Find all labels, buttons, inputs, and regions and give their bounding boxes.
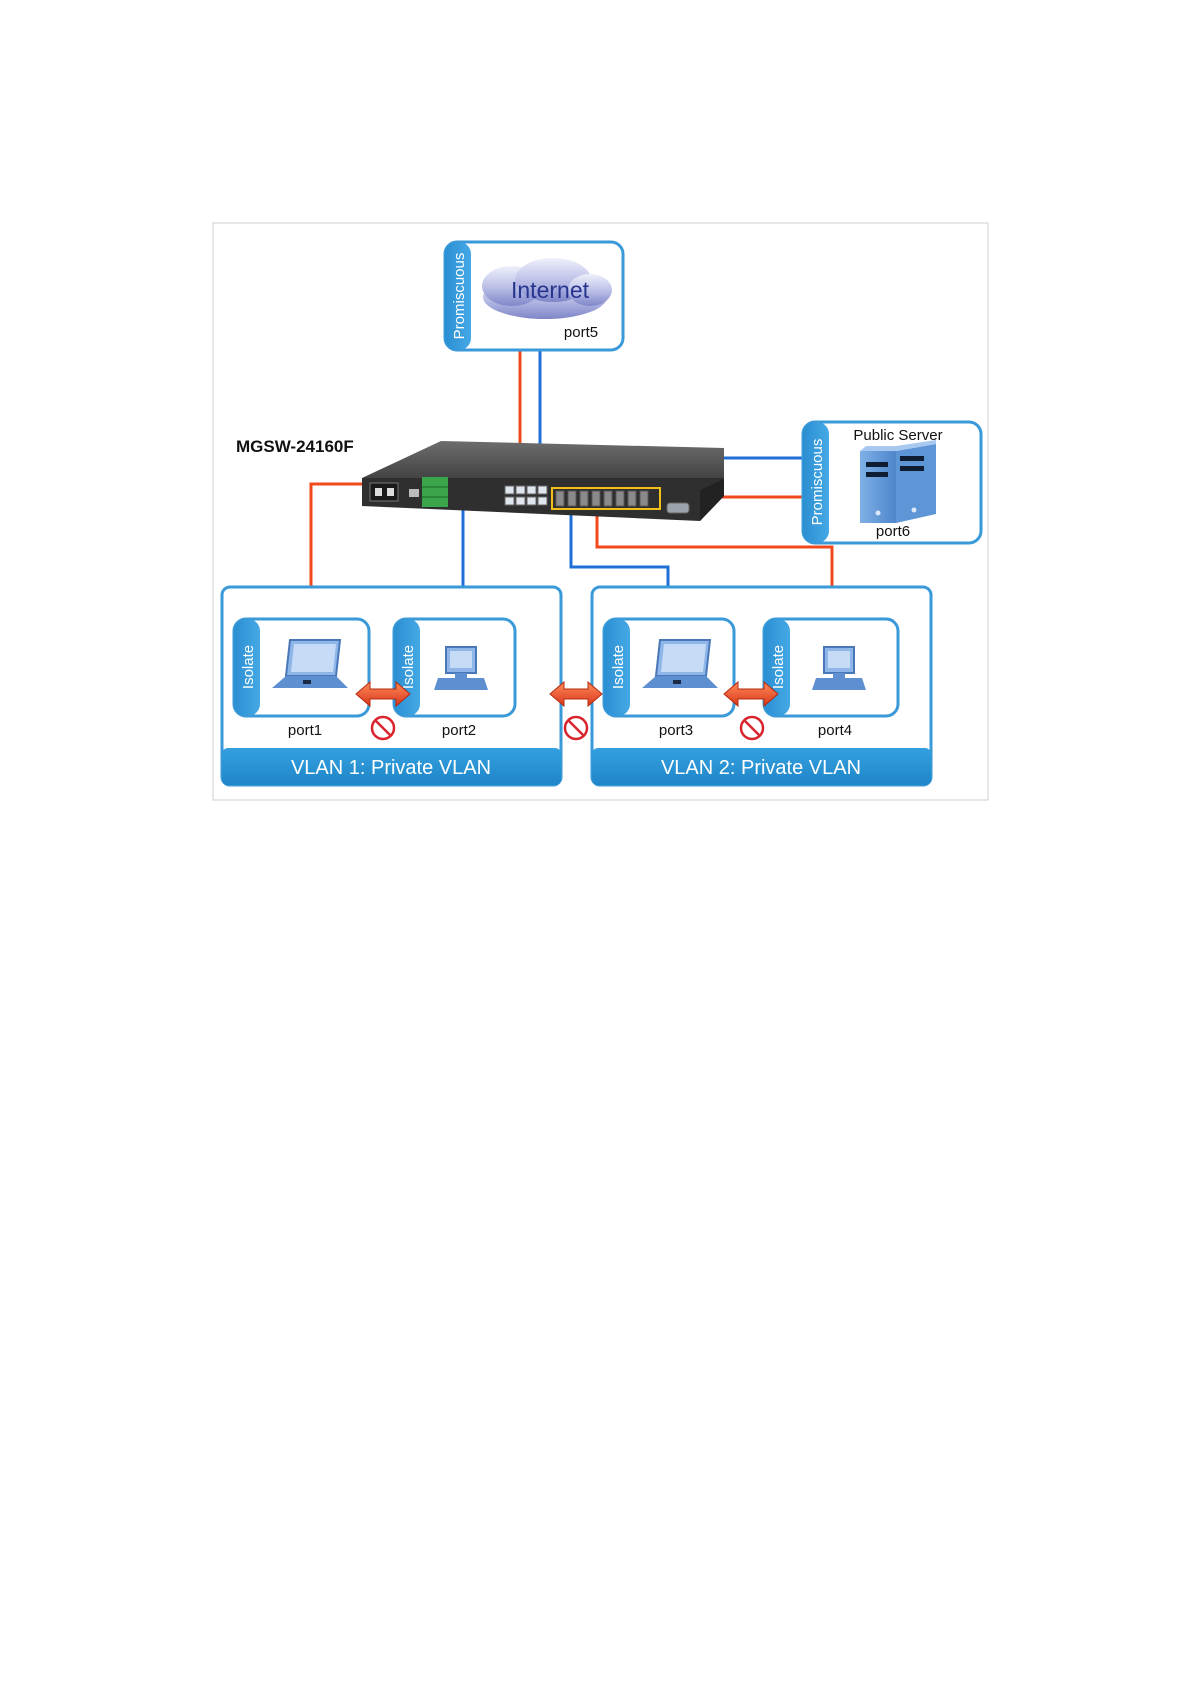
blocked-icon bbox=[372, 717, 394, 739]
blocked-icon bbox=[565, 717, 587, 739]
internet-cloud-label: Internet bbox=[511, 277, 590, 303]
isolate-label-port3: Isolate bbox=[610, 645, 627, 689]
promiscuous-label-internet: Promiscuous bbox=[451, 253, 468, 340]
port4-label: port4 bbox=[818, 722, 852, 739]
port2-label: port2 bbox=[442, 722, 476, 739]
server-box: Promiscuous Public Server port6 bbox=[803, 422, 981, 543]
server-icon bbox=[860, 440, 936, 523]
isolate-label-port2: Isolate bbox=[400, 645, 417, 689]
port6-label: port6 bbox=[876, 523, 910, 540]
port1-label: port1 bbox=[288, 722, 322, 739]
port3-label: port3 bbox=[659, 722, 693, 739]
switch-model-label: MGSW-24160F bbox=[236, 437, 354, 456]
vlan1-title: VLAN 1: Private VLAN bbox=[291, 757, 491, 779]
vlan1-group: VLAN 1: Private VLAN Isolate port1 Isola… bbox=[222, 587, 561, 785]
isolate-label-port4: Isolate bbox=[770, 645, 787, 689]
promiscuous-label-server: Promiscuous bbox=[809, 439, 826, 526]
vlan2-title: VLAN 2: Private VLAN bbox=[661, 757, 861, 779]
blocked-icon bbox=[741, 717, 763, 739]
vlan2-group: VLAN 2: Private VLAN Isolate port3 Isola… bbox=[592, 587, 931, 785]
isolate-label-port1: Isolate bbox=[240, 645, 257, 689]
internet-box: Promiscuous Internet port5 bbox=[445, 242, 623, 350]
port5-label: port5 bbox=[564, 324, 598, 341]
